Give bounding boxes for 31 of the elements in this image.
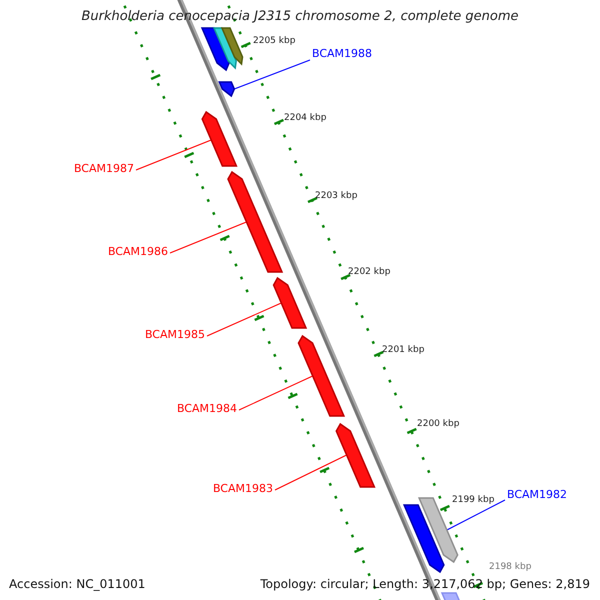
scale-label: 2205 kbp — [253, 36, 296, 46]
gene-label: BCAM1988 — [312, 47, 372, 60]
leader-line — [234, 60, 310, 90]
gene-label: BCAM1984 — [176, 402, 237, 415]
gene-feature — [298, 334, 346, 417]
scale-label: 2201 kbp — [382, 345, 424, 355]
scale-label: 2200 kbp — [417, 419, 460, 429]
gene-feature — [218, 81, 236, 98]
leader-line — [274, 454, 348, 490]
leader-line — [238, 376, 314, 410]
gene-label: BCAM1983 — [212, 482, 273, 495]
gene-label: BCAM1985 — [144, 328, 205, 341]
leader-line — [206, 302, 282, 336]
leader-line — [170, 222, 247, 254]
gene-feature — [201, 110, 238, 167]
accession-text: Accession: NC_011001 — [9, 577, 146, 591]
gene-label: BCAM1986 — [108, 245, 168, 258]
scale-label: 2204 kbp — [284, 113, 326, 123]
scale-label: 2203 kbp — [315, 191, 358, 201]
gene-feature — [402, 504, 445, 574]
leader-line — [446, 500, 506, 530]
scale-label: 2198 kbp — [489, 562, 532, 572]
leader-line — [136, 140, 212, 170]
scale-label: 2199 kbp — [452, 495, 494, 505]
gene-feature — [335, 422, 376, 488]
gene-feature — [272, 276, 308, 329]
scale-label: 2202 kbp — [348, 267, 390, 277]
gene-feature — [227, 170, 284, 273]
gene-feature — [220, 27, 244, 66]
gene-label: BCAM1982 — [507, 488, 568, 501]
gene-label: BCAM1987 — [74, 162, 134, 175]
